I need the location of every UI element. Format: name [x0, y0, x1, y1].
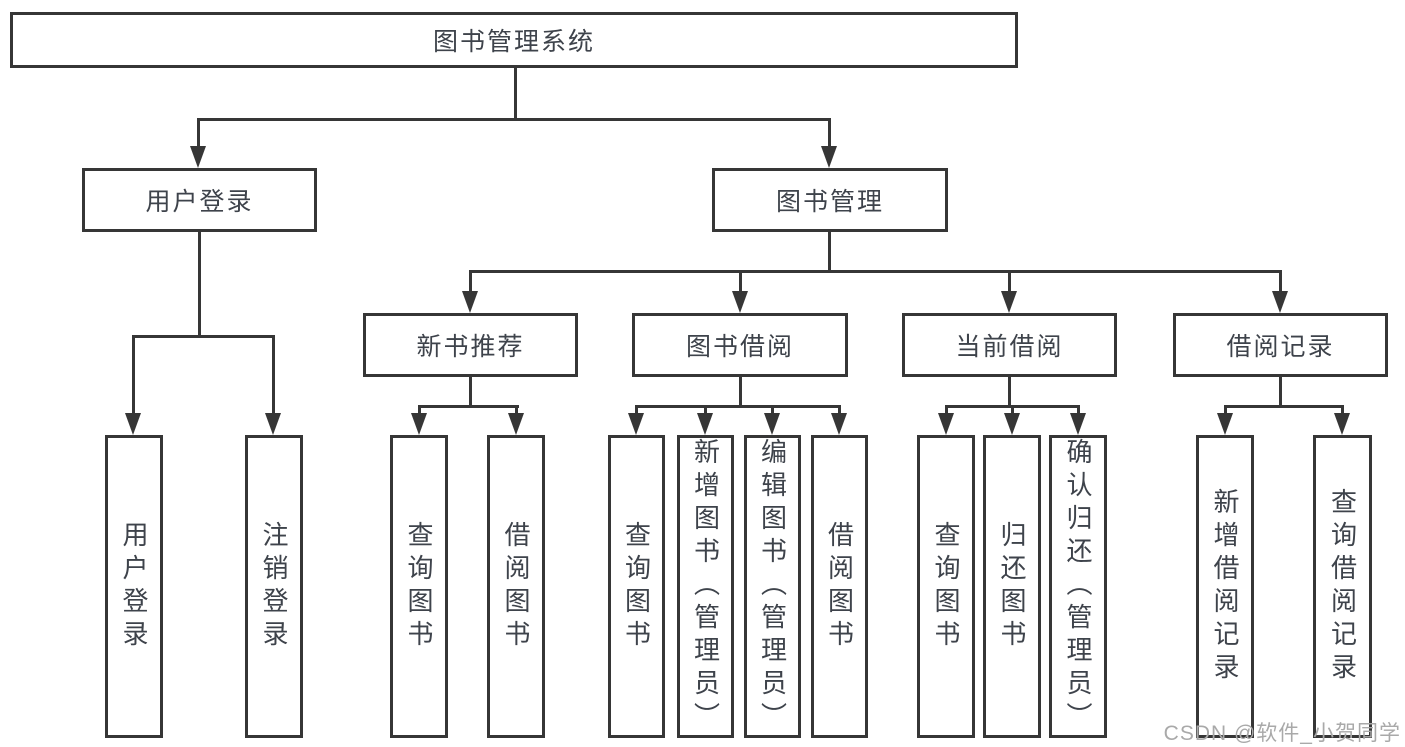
leaf-confirm-return-admin-label: 确认归还（管理员）	[1063, 438, 1093, 735]
connector-line	[1279, 272, 1282, 293]
watermark: CSDN @软件_小贺同学	[1163, 722, 1401, 745]
arrow-down-icon	[764, 413, 780, 435]
arrow-down-icon	[190, 146, 206, 168]
leaf-edit-book-admin-label: 编辑图书（管理员）	[757, 438, 788, 735]
connector-line	[771, 407, 774, 415]
node-user-login-label: 用户登录	[145, 188, 254, 216]
connector-line	[469, 270, 1282, 273]
connector-line	[828, 232, 831, 273]
connector-line	[635, 407, 638, 415]
connector-line	[514, 67, 517, 120]
leaf-borrow-book: 借阅图书	[811, 435, 868, 738]
node-borrow-record-label: 借阅记录	[1226, 333, 1335, 361]
leaf-return-book-label: 归还图书	[997, 520, 1027, 653]
node-borrow-record: 借阅记录	[1173, 313, 1388, 377]
connector-line	[828, 120, 831, 148]
leaf-query-book-borrow: 查询图书	[608, 435, 665, 738]
connector-line	[1077, 407, 1080, 415]
connector-line	[739, 377, 742, 408]
leaf-add-borrow-record: 新增借阅记录	[1196, 435, 1254, 738]
node-new-book-recommend-label: 新书推荐	[416, 333, 525, 361]
leaf-query-book-recommend: 查询图书	[390, 435, 448, 738]
connector-line	[1224, 407, 1227, 415]
leaf-query-borrow-record-label: 查询借阅记录	[1327, 487, 1358, 686]
arrow-down-icon	[628, 413, 644, 435]
node-root-label: 图书管理系统	[432, 28, 595, 56]
arrow-down-icon	[1217, 413, 1233, 435]
arrow-down-icon	[732, 291, 748, 313]
leaf-borrow-book-recommend: 借阅图书	[487, 435, 545, 738]
leaf-add-borrow-record-label: 新增借阅记录	[1210, 487, 1240, 686]
arrow-down-icon	[508, 413, 524, 435]
connector-line	[1008, 377, 1011, 408]
connector-line	[197, 118, 831, 121]
leaf-add-book-admin: 新增图书（管理员）	[677, 435, 734, 738]
arrow-down-icon	[821, 146, 837, 168]
connector-line	[132, 335, 275, 338]
connector-line	[704, 407, 707, 415]
node-book-management: 图书管理	[712, 168, 948, 232]
connector-line	[132, 337, 135, 415]
node-user-login: 用户登录	[82, 168, 317, 232]
connector-line	[515, 407, 518, 415]
connector-line	[469, 272, 472, 293]
arrow-down-icon	[831, 413, 847, 435]
connector-line	[469, 377, 472, 408]
node-current-borrow-label: 当前借阅	[955, 333, 1064, 361]
arrow-down-icon	[411, 413, 427, 435]
arrow-down-icon	[265, 413, 281, 435]
connector-line	[198, 232, 201, 338]
arrow-down-icon	[462, 291, 478, 313]
connector-line	[418, 407, 421, 415]
connector-line	[1011, 407, 1014, 415]
leaf-borrow-book-label: 借阅图书	[824, 520, 855, 653]
leaf-user-login: 用户登录	[105, 435, 163, 738]
leaf-logout-label: 注销登录	[259, 520, 289, 653]
arrow-down-icon	[1004, 413, 1020, 435]
connector-line	[1341, 407, 1344, 415]
leaf-user-login-label: 用户登录	[119, 520, 149, 653]
node-book-borrow-label: 图书借阅	[685, 333, 794, 361]
node-root: 图书管理系统	[10, 12, 1018, 68]
node-current-borrow: 当前借阅	[902, 313, 1117, 377]
connector-line	[635, 405, 841, 408]
arrow-down-icon	[1334, 413, 1350, 435]
leaf-query-book-borrow-label: 查询图书	[621, 520, 652, 653]
connector-line	[945, 405, 1080, 408]
arrow-down-icon	[125, 413, 141, 435]
leaf-confirm-return-admin: 确认归还（管理员）	[1049, 435, 1107, 738]
node-new-book-recommend: 新书推荐	[363, 313, 578, 377]
connector-line	[272, 337, 275, 415]
leaf-query-book-recommend-label: 查询图书	[404, 520, 434, 653]
leaf-edit-book-admin: 编辑图书（管理员）	[744, 435, 801, 738]
connector-line	[418, 405, 519, 408]
connector-line	[1008, 272, 1011, 293]
leaf-query-book-current-label: 查询图书	[931, 520, 961, 653]
leaf-query-book-current: 查询图书	[917, 435, 975, 738]
connector-line	[838, 407, 841, 415]
node-book-borrow: 图书借阅	[632, 313, 848, 377]
arrow-down-icon	[1272, 291, 1288, 313]
leaf-borrow-book-recommend-label: 借阅图书	[501, 520, 531, 653]
leaf-logout: 注销登录	[245, 435, 303, 738]
arrow-down-icon	[1001, 291, 1017, 313]
node-book-management-label: 图书管理	[775, 188, 884, 216]
connector-line	[1224, 405, 1344, 408]
leaf-return-book: 归还图书	[983, 435, 1041, 738]
connector-line	[197, 120, 200, 148]
arrow-down-icon	[1070, 413, 1086, 435]
connector-line	[1279, 377, 1282, 408]
arrow-down-icon	[697, 413, 713, 435]
leaf-query-borrow-record: 查询借阅记录	[1313, 435, 1372, 738]
connector-line	[739, 272, 742, 293]
connector-line	[945, 407, 948, 415]
arrow-down-icon	[938, 413, 954, 435]
leaf-add-book-admin-label: 新增图书（管理员）	[690, 438, 721, 735]
